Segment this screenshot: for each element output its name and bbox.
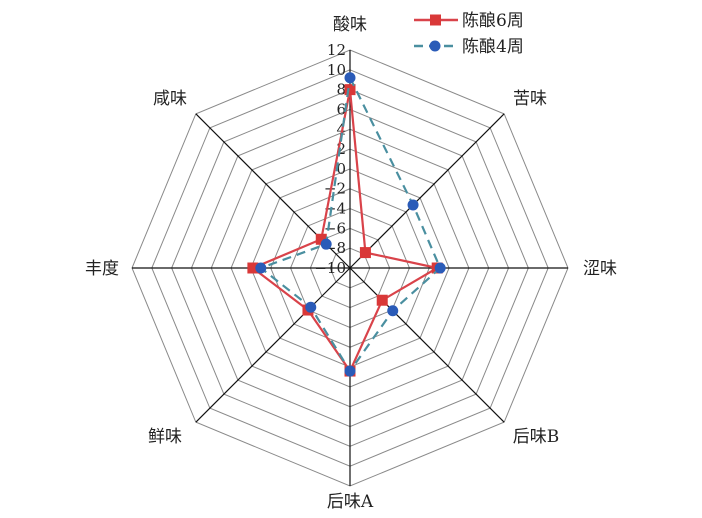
tick-label: 6 [336,100,346,118]
legend-item-6weeks: 陈酿6周 [414,11,524,31]
axis-label: 涩味 [583,259,617,279]
tick-label: 10 [327,61,346,79]
data-marker [247,262,259,274]
legend-item-4weeks: 陈酿4周 [414,37,524,57]
tick-label: 2 [336,140,346,158]
axis-label: 丰度 [85,259,119,279]
axis-label: 后味A [327,492,374,512]
data-marker [305,301,317,313]
data-marker [315,233,327,245]
tick-label: 12 [327,41,346,59]
axis-label: 酸味 [333,15,367,35]
legend-label: 陈酿6周 [462,11,524,31]
axis-spoke [349,267,505,423]
legend: 陈酿6周 陈酿4周 [414,11,524,57]
data-marker [387,305,399,317]
data-marker [344,365,356,377]
data-marker [344,84,356,96]
data-series [247,72,446,377]
legend-label: 陈酿4周 [462,37,524,57]
axis-label: 鲜味 [148,427,182,447]
data-marker [359,247,371,259]
tick-label: 8 [336,81,346,99]
tick-label: −6 [324,219,346,237]
axis-spoke [349,113,505,269]
axis-label: 后味B [513,427,560,447]
tick-label: 0 [336,160,346,178]
data-marker [344,72,356,84]
data-marker [255,262,267,274]
radar-axes [132,50,568,486]
axis-label: 苦味 [513,89,547,109]
data-marker [407,199,419,211]
axis-spoke [195,267,351,423]
data-marker [376,294,388,306]
data-marker [434,262,446,274]
tick-label: −10 [314,259,346,277]
tick-label: 4 [336,120,346,138]
data-marker [320,238,332,250]
tick-label: −4 [324,200,346,218]
axis-label: 咸味 [153,89,187,109]
